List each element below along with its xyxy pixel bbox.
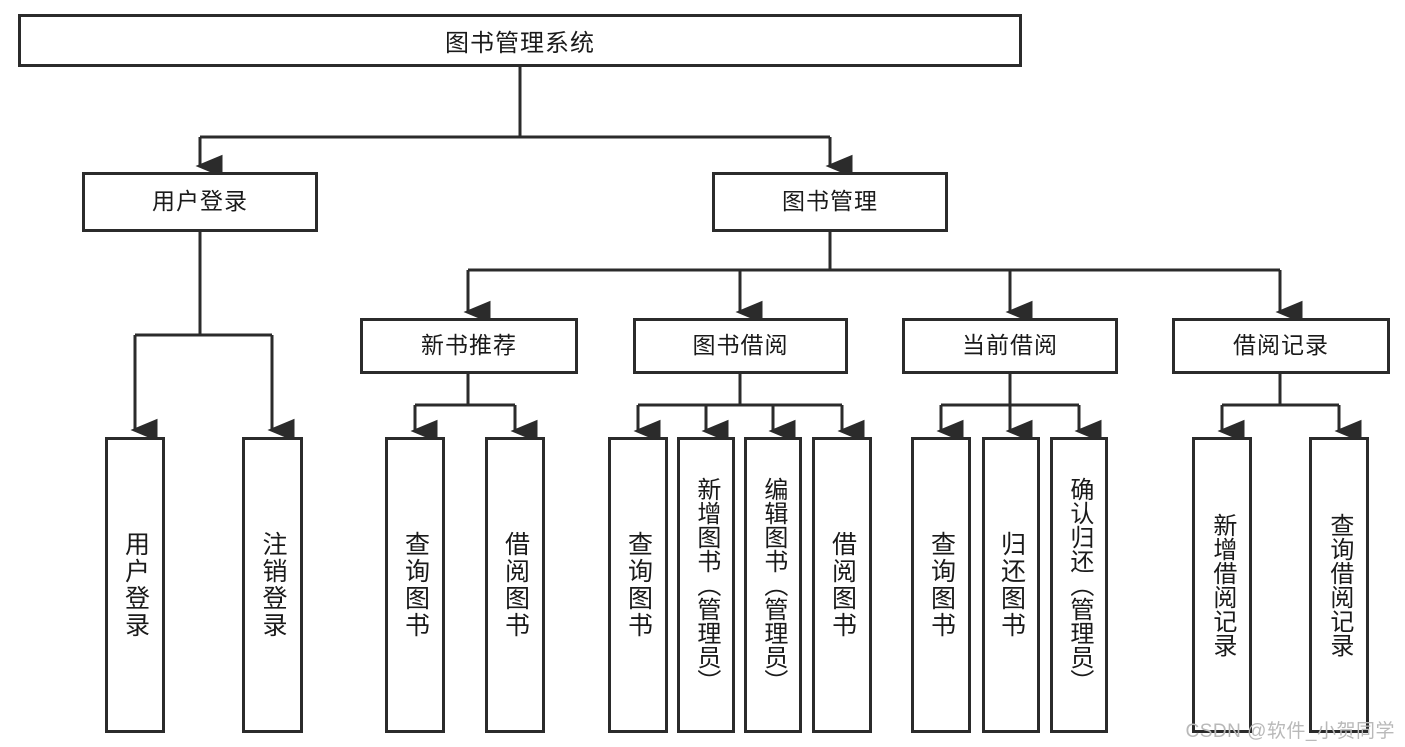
node-borrow-record[interactable]: 借阅记录	[1172, 318, 1390, 374]
leaf-label: 注销登录	[259, 531, 287, 639]
leaf-borrowrecords-query-record[interactable]: 查询借阅记录	[1309, 437, 1369, 733]
leaf-borrowbooks-edit-book-admin[interactable]: 编辑图书（管理员）	[744, 437, 802, 733]
leaf-borrowrecords-add-record[interactable]: 新增借阅记录	[1192, 437, 1252, 733]
node-book-management[interactable]: 图书管理	[712, 172, 948, 232]
leaf-currentborrow-return-book[interactable]: 归还图书	[982, 437, 1040, 733]
leaf-label: 新增图书（管理员）	[692, 477, 720, 693]
leaf-label: 查询借阅记录	[1325, 513, 1353, 657]
leaf-borrowbooks-borrow-book[interactable]: 借阅图书	[812, 437, 872, 733]
leaf-borrowbooks-add-book-admin[interactable]: 新增图书（管理员）	[677, 437, 735, 733]
node-new-book-recommend[interactable]: 新书推荐	[360, 318, 578, 374]
leaf-label: 编辑图书（管理员）	[759, 477, 787, 693]
node-book-borrow[interactable]: 图书借阅	[633, 318, 848, 374]
leaf-user-login[interactable]: 用户登录	[105, 437, 165, 733]
leaf-label: 查询图书	[927, 531, 956, 639]
leaf-label: 查询图书	[401, 531, 430, 639]
leaf-label: 借阅图书	[828, 531, 857, 639]
leaf-label: 查询图书	[624, 531, 653, 639]
leaf-newbooks-borrow-book[interactable]: 借阅图书	[485, 437, 545, 733]
leaf-newbooks-query-book[interactable]: 查询图书	[385, 437, 445, 733]
leaf-user-logout[interactable]: 注销登录	[242, 437, 303, 733]
node-root-system[interactable]: 图书管理系统	[18, 14, 1022, 67]
leaf-label: 借阅图书	[501, 531, 530, 639]
node-current-borrow[interactable]: 当前借阅	[902, 318, 1118, 374]
leaf-label: 确认归还（管理员）	[1065, 477, 1093, 693]
leaf-label: 归还图书	[997, 531, 1026, 639]
leaf-label: 用户登录	[121, 531, 150, 639]
leaf-currentborrow-confirm-return-admin[interactable]: 确认归还（管理员）	[1050, 437, 1108, 733]
leaf-label: 新增借阅记录	[1208, 513, 1236, 657]
node-user-login[interactable]: 用户登录	[82, 172, 318, 232]
leaf-currentborrow-query-book[interactable]: 查询图书	[911, 437, 971, 733]
leaf-borrowbooks-query-book[interactable]: 查询图书	[608, 437, 668, 733]
watermark-text: CSDN @软件_小贺同学	[1185, 721, 1395, 742]
